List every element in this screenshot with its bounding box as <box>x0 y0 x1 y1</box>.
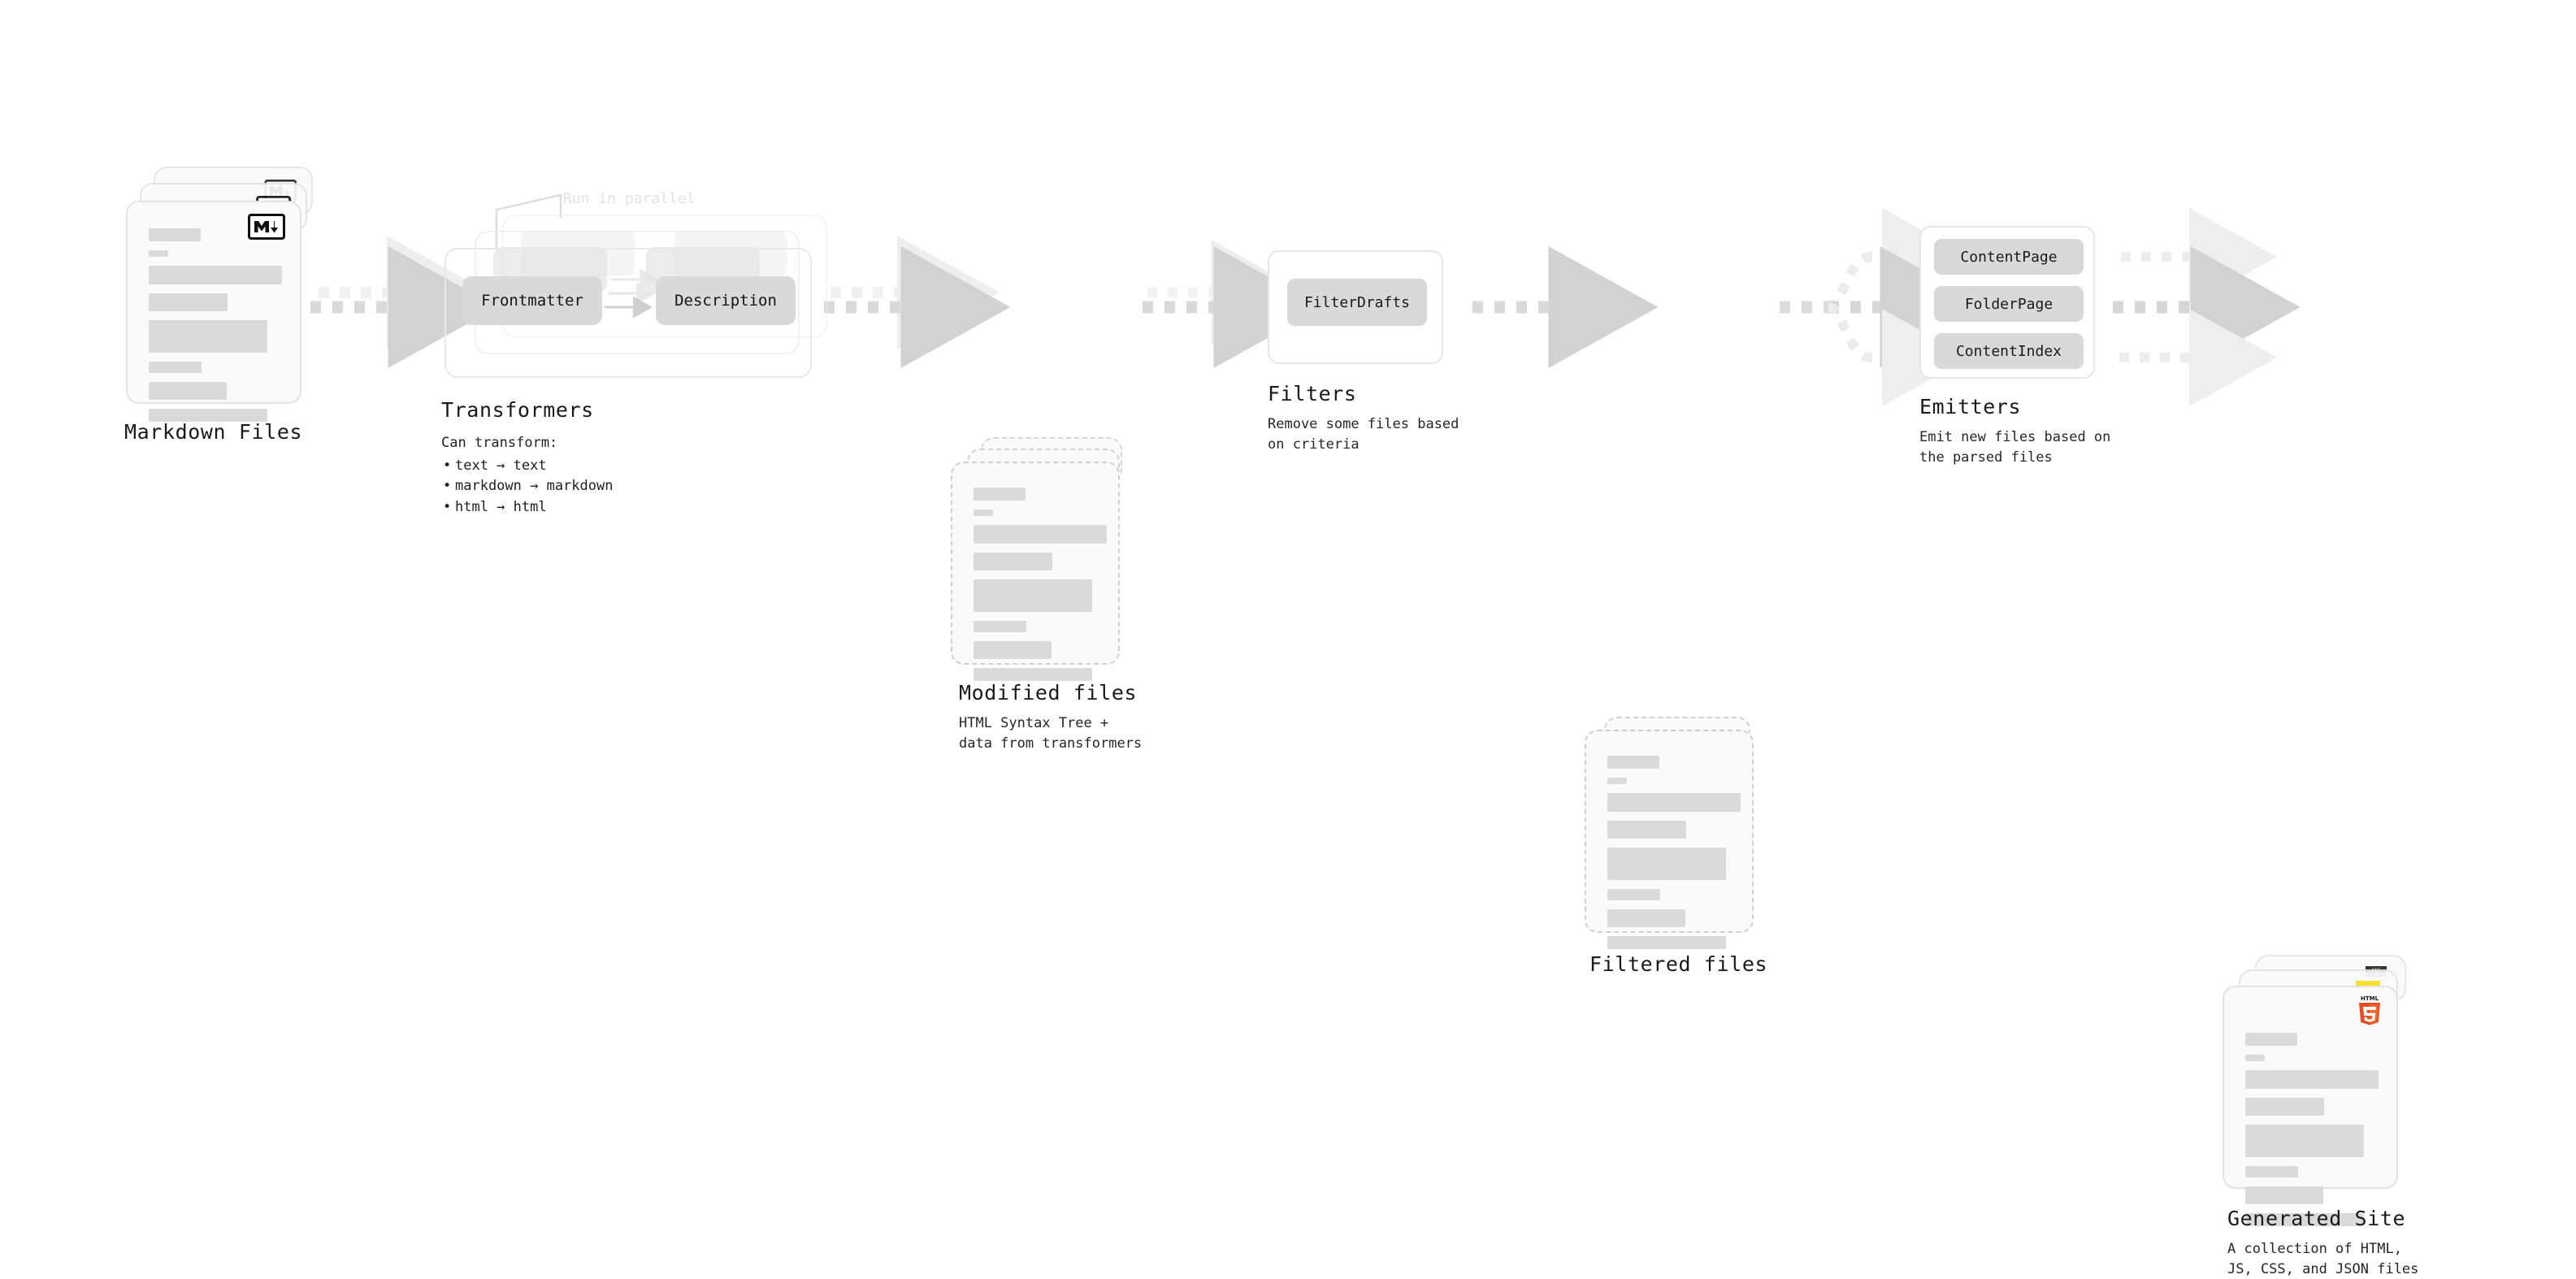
site-card-front: HTML <box>2223 986 2398 1226</box>
stage-title-modified-files: Modified files <box>959 681 1138 705</box>
markdown-glyph <box>254 221 278 233</box>
stage-transformers: Run in parallel Frontmatter Description … <box>441 190 833 518</box>
emitter-pill-label: ContentPage <box>1960 248 2058 266</box>
emitter-pill-label: FolderPage <box>1964 295 2053 313</box>
markdown-icon <box>248 214 285 240</box>
arrow-transformers-to-modified <box>824 236 1011 368</box>
transformers-caption-list: text → text markdown → markdown html → h… <box>441 456 614 518</box>
emitter-pill-contentpage[interactable]: ContentPage <box>1934 239 2084 275</box>
stage-title-filtered-files: Filtered files <box>1589 952 1768 976</box>
stage-modified-files: Modified files HTML Syntax Tree + data f… <box>951 437 1162 752</box>
svg-text:HTML: HTML <box>2361 995 2379 1002</box>
emitter-pill-contentindex[interactable]: ContentIndex <box>1934 333 2084 369</box>
filter-pill-label: FilterDrafts <box>1303 293 1411 311</box>
transformer-pill-label: Description <box>674 292 777 310</box>
card-skeleton <box>149 228 282 431</box>
card-skeleton <box>2245 1033 2379 1235</box>
arrow-filtered-to-emitters <box>1780 208 1990 406</box>
markdown-card-front <box>126 201 301 422</box>
filters-box: FilterDrafts <box>1268 250 1443 364</box>
html5-glyph: HTML <box>2359 995 2380 1025</box>
stage-subtitle-filters: Remove some files based on criteria <box>1268 416 1459 453</box>
stage-filters: FilterDrafts Filters Remove some files b… <box>1268 250 1479 478</box>
stage-title-emitters: Emitters <box>1919 395 2022 418</box>
stage-generated-site: CSS JS HTML <box>2223 955 2450 1277</box>
transformers-caption-item: markdown → markdown <box>443 476 614 497</box>
transformers-caption-item: text → text <box>443 456 613 477</box>
transformer-pill-frontmatter[interactable]: Frontmatter <box>462 276 602 325</box>
arrow-markdown-to-transformers <box>310 236 498 368</box>
stage-title-generated-site: Generated Site <box>2227 1207 2406 1230</box>
filtered-card-front <box>1585 730 1754 949</box>
emitters-box: ContentPage FolderPage ContentIndex <box>1919 226 2095 379</box>
stage-markdown-files: Markdown Files <box>124 167 321 444</box>
card-skeleton <box>974 488 1107 690</box>
transformer-pill-label: Frontmatter <box>481 292 583 310</box>
stage-emitters: ContentPage FolderPage ContentIndex Emit… <box>1919 226 2147 470</box>
pipeline-diagram: Markdown Files Run in parallel Frontmatt… <box>0 0 2576 681</box>
stage-subtitle-modified-files: HTML Syntax Tree + data from transformer… <box>959 715 1143 752</box>
transformers-caption-lead: Can transform: <box>441 435 558 451</box>
emitter-pill-folderpage[interactable]: FolderPage <box>1934 286 2084 322</box>
html5-icon: HTML <box>2355 994 2384 1030</box>
transformers-caption-item: html → html <box>443 497 613 518</box>
card-skeleton <box>1607 756 1741 958</box>
filter-pill-filterdrafts[interactable]: FilterDrafts <box>1287 279 1427 326</box>
stage-filtered-files: Filtered files <box>1585 717 1796 985</box>
stage-subtitle-emitters: Emit new files based on the parsed files <box>1919 429 2111 466</box>
run-in-parallel-label: Run in parallel <box>563 190 696 207</box>
stage-title-transformers: Transformers <box>441 398 594 422</box>
arrow-modified-to-filters <box>1143 240 1324 368</box>
stage-subtitle-generated-site: A collection of HTML, JS, CSS, and JSON … <box>2227 1241 2419 1277</box>
stage-title-markdown-files: Markdown Files <box>124 420 303 444</box>
transformers-caption: Can transform: text → text markdown → ma… <box>441 433 613 518</box>
transformer-pill-description[interactable]: Description <box>656 276 796 325</box>
stage-title-filters: Filters <box>1268 382 1357 405</box>
modified-card-front <box>951 462 1120 681</box>
transformer-panel-1: Frontmatter Description <box>445 248 812 378</box>
emitter-pill-label: ContentIndex <box>1955 342 2062 360</box>
